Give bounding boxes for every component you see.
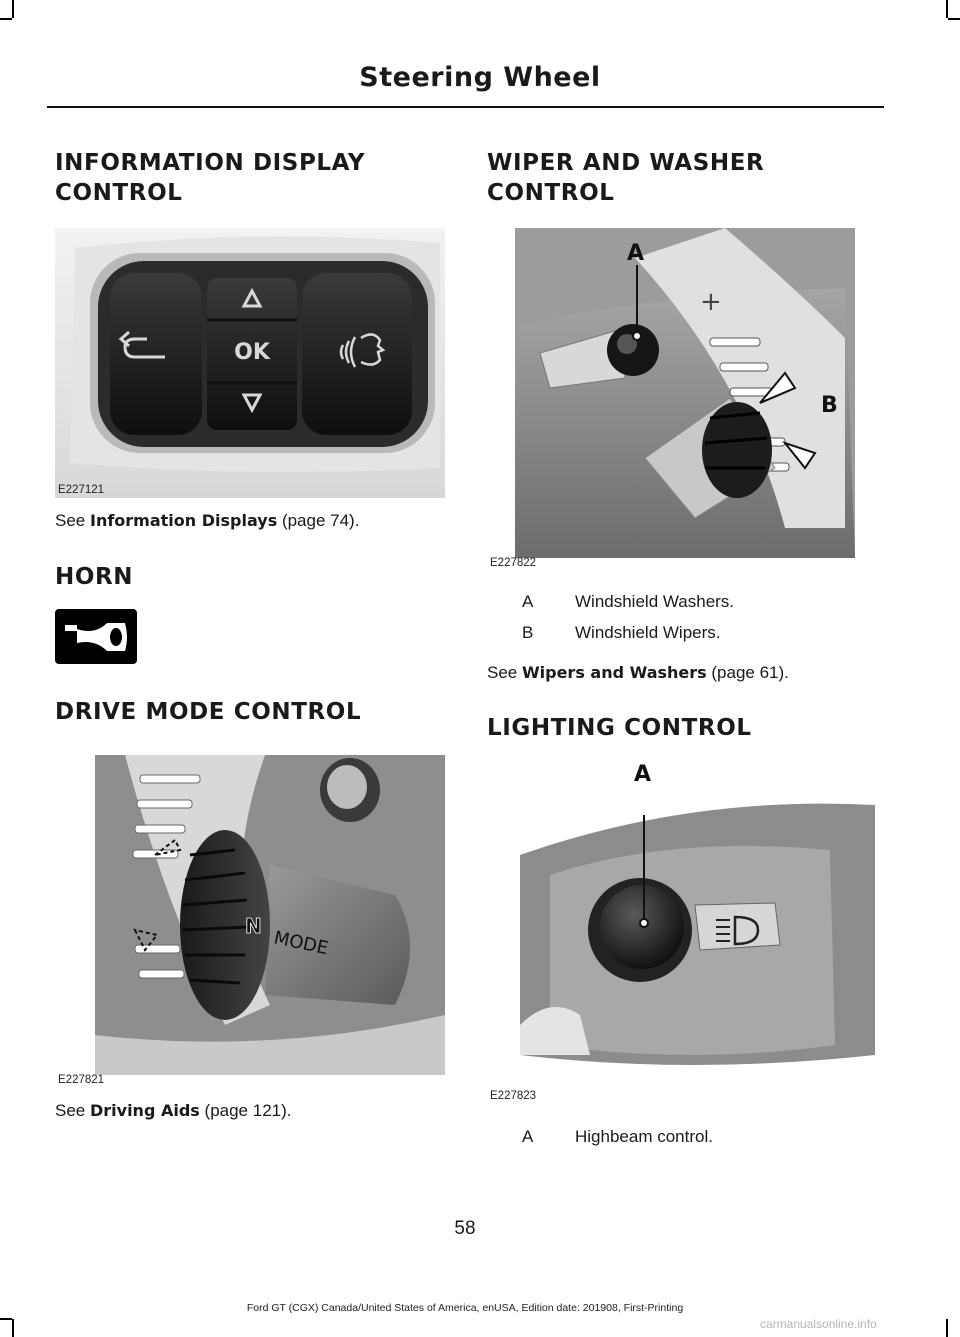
plus-sign: + [700,287,722,317]
info-display-figure: OK [55,228,445,498]
drive-mode-figure: N MODE [95,755,445,1075]
info-display-figure-id: E227121 [58,484,105,496]
horn-icon-graphic [65,623,127,651]
info-display-reference: See Information Displays (page 74). [55,510,359,532]
wiper-item-b-label: Windshield Wipers. [575,623,721,642]
lighting-key-a: A [522,1127,534,1146]
drive-mode-figure-id: E227821 [58,1074,105,1086]
crop-mark [948,18,960,20]
crop-mark [946,0,948,18]
header-divider [47,106,884,108]
see-prefix: See [487,663,522,682]
lighting-item-a-label: Highbeam control. [575,1127,713,1146]
wiper-reference: See Wipers and Washers (page 61). [487,662,789,684]
wiper-figure-id: E227822 [490,557,537,569]
wiper-key-a: A [522,592,534,611]
horn-heading: HORN [55,564,134,590]
page-ref: (page 61). [706,663,789,682]
ok-label: OK [234,340,271,365]
info-display-illustration: OK [55,228,445,498]
see-prefix: See [55,511,90,530]
page-ref: (page 74). [277,511,360,530]
wiper-callout-b: B [821,393,838,418]
drive-mode-heading: DRIVE MODE CONTROL [55,699,362,725]
lighting-figure-id: E227823 [490,1090,537,1102]
wiper-callout-a: A [627,241,644,266]
info-display-heading-line2: CONTROL [55,180,183,206]
wiper-heading-line2: CONTROL [487,180,615,206]
wiper-heading-line1: WIPER AND WASHER [487,150,765,176]
edition-footer: Ford GT (CGX) Canada/United States of Am… [246,1302,684,1314]
wiper-key-b: B [522,623,534,642]
see-prefix: See [55,1101,90,1120]
wiper-heading: WIPER AND WASHER CONTROL [487,148,764,208]
crop-mark [12,1319,14,1337]
driving-aids-link[interactable]: Driving Aids [89,1101,200,1120]
crop-mark [0,1318,12,1320]
information-displays-link[interactable]: Information Displays [89,511,278,530]
info-display-heading: INFORMATION DISPLAY CONTROL [55,148,365,208]
horn-icon [55,609,137,664]
page-title: Steering Wheel [359,62,601,93]
lighting-callout-a: A [634,762,651,787]
watermark: carmanualsonline.info [760,1317,877,1331]
wipers-and-washers-link[interactable]: Wipers and Washers [521,663,707,682]
crop-mark [946,1319,948,1337]
wiper-item-a-label: Windshield Washers. [575,592,735,611]
crop-mark [0,18,12,20]
lighting-heading: LIGHTING CONTROL [487,715,752,741]
page-ref: (page 121). [199,1101,292,1120]
wiper-illustration: + A B [515,228,855,558]
lighting-illustration: A [490,755,875,1075]
info-display-heading-line1: INFORMATION DISPLAY [55,150,366,176]
crop-mark [12,0,14,18]
wiper-figure: + A B [515,228,855,558]
drive-mode-knob-letter: N [245,914,262,938]
drive-mode-illustration: N MODE [95,755,445,1075]
drive-mode-reference: See Driving Aids (page 121). [55,1100,292,1122]
lighting-figure: A [490,755,875,1075]
page-number: 58 [454,1218,476,1239]
